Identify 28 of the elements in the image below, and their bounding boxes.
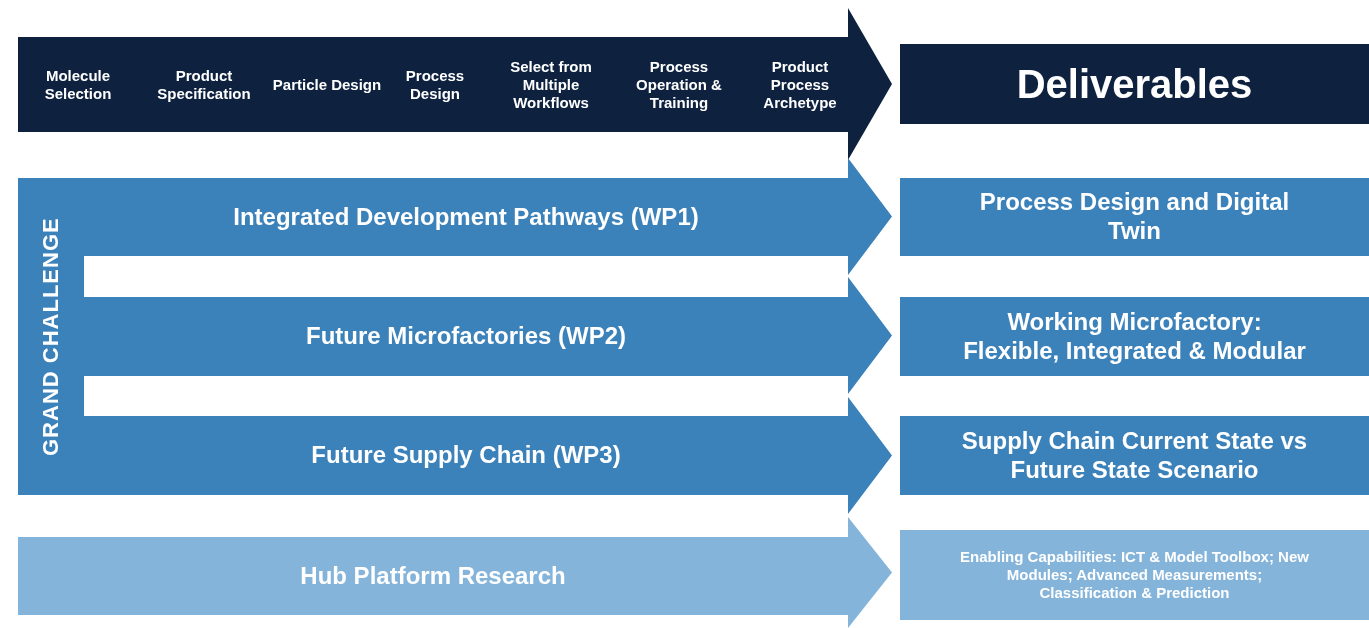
stage-label: Particle Design bbox=[271, 74, 383, 95]
node-label: Future Supply Chain (WP3) bbox=[310, 440, 622, 471]
node-label: GRAND CHALLENGE bbox=[36, 216, 64, 458]
pointed-banner bbox=[84, 397, 892, 514]
node-label: Integrated Development Pathways (WP1) bbox=[232, 201, 700, 232]
node-label: Enabling Capabilities: ICT & Model Toolbox; New Modules; Advanced Measurements; Classification & Prediction bbox=[960, 547, 1309, 603]
heading: Deliverables bbox=[1015, 61, 1254, 108]
node-label: Hub Platform Research bbox=[299, 560, 567, 591]
pointed-banner bbox=[18, 517, 892, 628]
stage-label: Process Design bbox=[404, 65, 466, 104]
stage-label: Select from Multiple Workflows bbox=[509, 56, 593, 113]
node-label: Supply Chain Current State vs Future State Scenario bbox=[960, 425, 1309, 485]
stage-label: Process Operation & Training bbox=[635, 56, 723, 113]
deliverable-box bbox=[900, 416, 1369, 495]
deliverable-box bbox=[900, 297, 1369, 376]
stage-label: Product Specification bbox=[156, 65, 252, 104]
deliverable-box bbox=[900, 178, 1369, 256]
pointed-banner bbox=[18, 8, 892, 160]
node-label: Working Microfactory: Flexible, Integrated & Modular bbox=[962, 306, 1307, 366]
deliverable-box bbox=[900, 44, 1369, 124]
node-label: Process Design and Digital Twin bbox=[978, 187, 1291, 246]
pointed-banner bbox=[84, 158, 892, 275]
node-label: Future Microfactories (WP2) bbox=[304, 321, 627, 352]
deliverable-box bbox=[900, 530, 1369, 620]
stage-label: Product Process Archetype bbox=[762, 56, 838, 113]
pointed-banner bbox=[84, 277, 892, 394]
stage-label: Molecule Selection bbox=[43, 65, 113, 104]
side-band bbox=[18, 178, 84, 495]
